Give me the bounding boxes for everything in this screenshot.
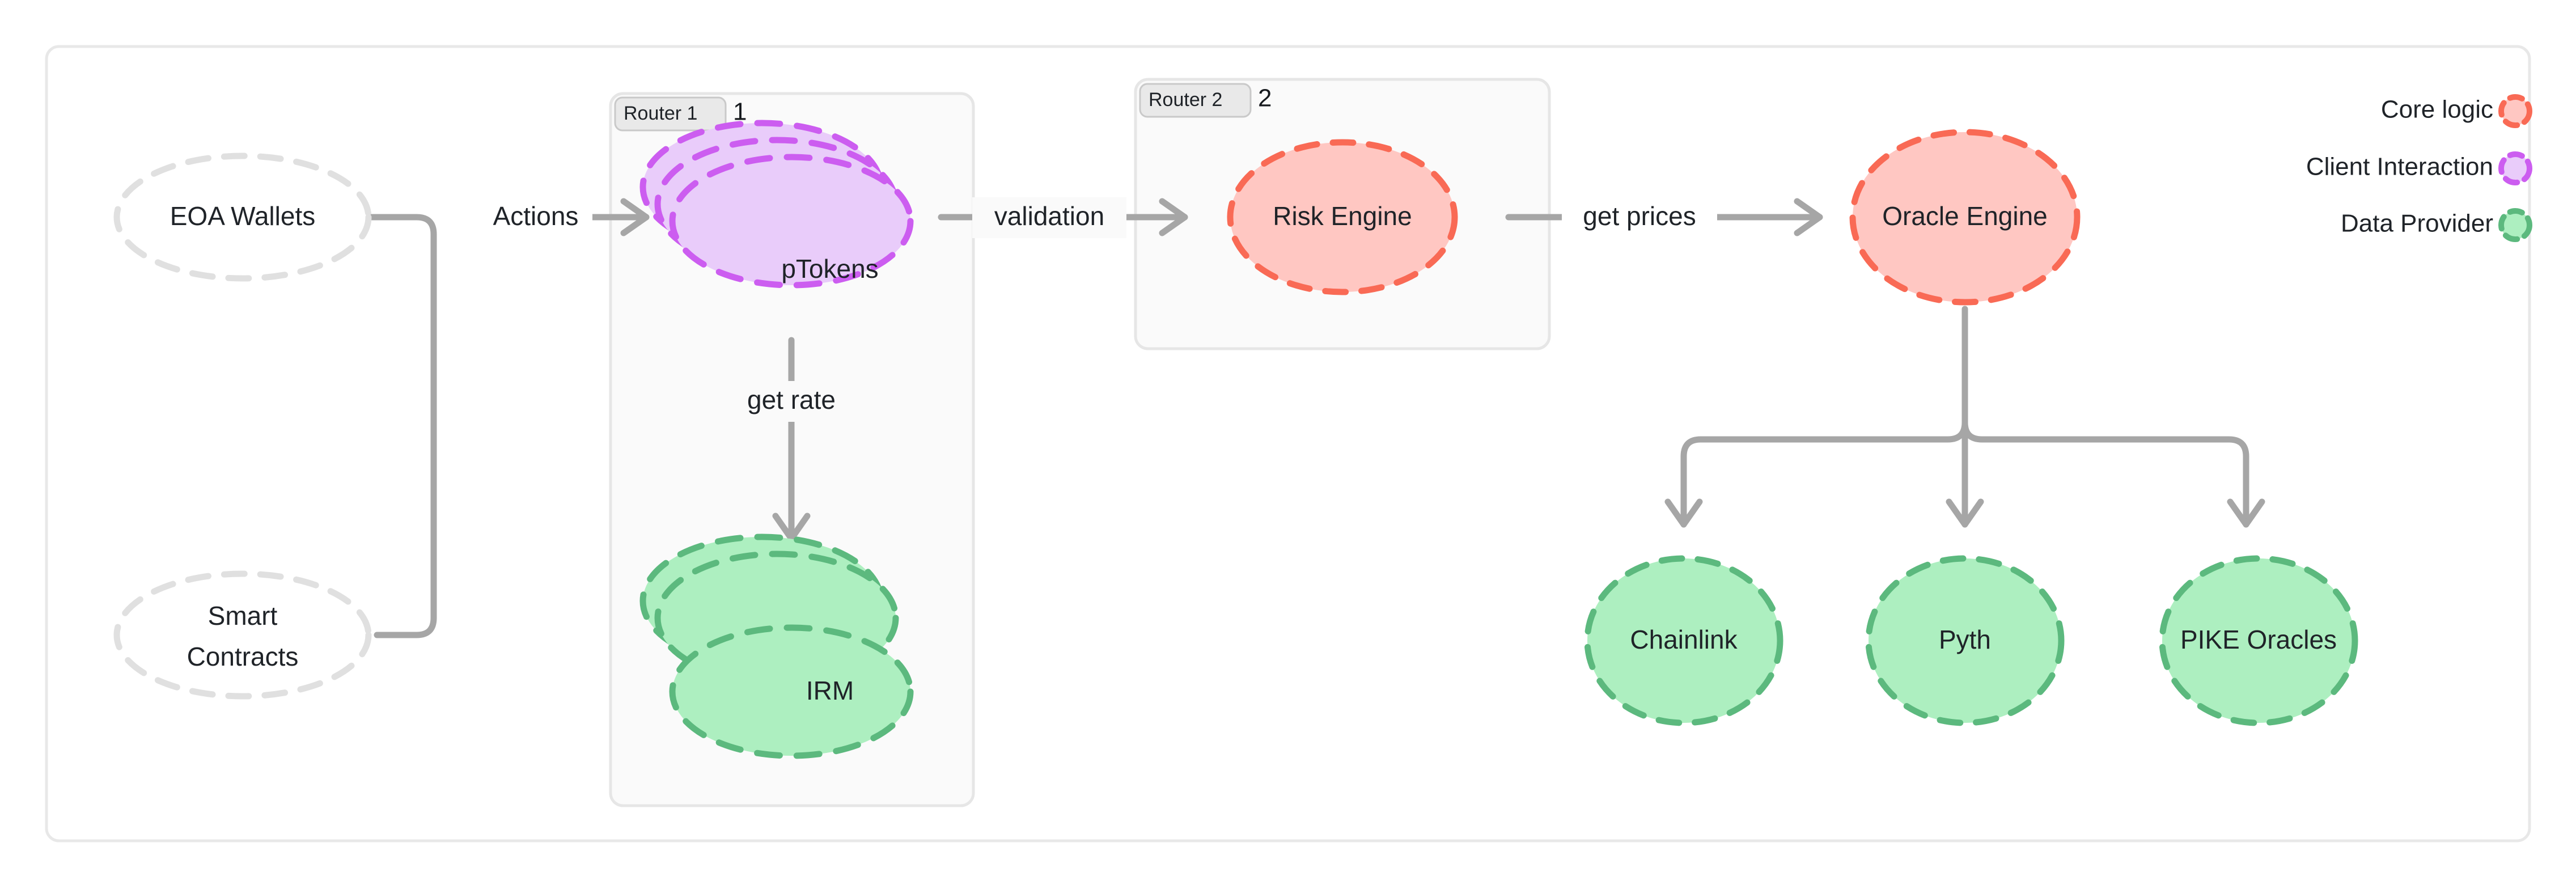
node-pyth-label: Pyth bbox=[1939, 625, 1991, 654]
node-pyth[interactable]: Pyth bbox=[1865, 555, 2065, 726]
arrowhead-oracle-to-pike bbox=[2227, 498, 2265, 528]
node-pike-oracles-label: PIKE Oracles bbox=[2180, 625, 2337, 654]
edge-label-validation: validation bbox=[994, 201, 1104, 231]
edge-oracle-to-pike bbox=[1961, 419, 2249, 528]
node-eoa-wallets[interactable]: EOA Wallets bbox=[113, 153, 372, 282]
node-irm-shape-front bbox=[669, 624, 914, 759]
node-ptokens-shape-front bbox=[669, 154, 914, 289]
legend: Core logic Client Interaction Data Provi… bbox=[2306, 94, 2532, 242]
node-pike-oracles[interactable]: PIKE Oracles bbox=[2159, 555, 2358, 726]
arrowhead-validation-to-risk bbox=[1159, 198, 1188, 236]
node-smart-contracts[interactable]: Smart Contracts bbox=[113, 570, 372, 700]
node-chainlink-shape bbox=[1584, 555, 1783, 726]
node-risk-engine[interactable]: Risk Engine bbox=[1227, 139, 1458, 295]
node-eoa-wallets-shape bbox=[113, 153, 372, 282]
node-eoa-wallets-label: EOA Wallets bbox=[170, 201, 315, 231]
arrowhead-oracle-to-pyth bbox=[1946, 498, 1984, 528]
arrowhead-ptokens-to-irm bbox=[772, 513, 811, 542]
cluster-router2-index: 2 bbox=[1258, 84, 1272, 112]
cluster-router1-badge bbox=[614, 96, 727, 132]
node-smart-contracts-shape bbox=[113, 570, 372, 700]
edge-label-get-rate-bg bbox=[719, 381, 864, 422]
arrowhead-actions-to-ptokens bbox=[620, 198, 650, 236]
node-chainlink[interactable]: Chainlink bbox=[1584, 555, 1783, 726]
edge-label-validation-bg bbox=[972, 197, 1126, 238]
legend-item-core-logic[interactable]: Core logic bbox=[2381, 94, 2532, 128]
node-irm[interactable]: IRM bbox=[639, 534, 914, 759]
edge-label-get-prices-bg bbox=[1562, 197, 1717, 238]
legend-item-client-interaction[interactable]: Client Interaction bbox=[2306, 151, 2532, 185]
node-irm-label: IRM bbox=[806, 676, 854, 705]
edge-label-layer: Actions validation get rate get prices bbox=[479, 197, 1717, 422]
node-risk-engine-shape bbox=[1227, 139, 1458, 295]
node-chainlink-label: Chainlink bbox=[1630, 625, 1738, 654]
edge-label-actions-bg bbox=[479, 197, 592, 238]
arrowhead-getprices-to-oracle bbox=[1794, 198, 1823, 236]
cluster-router1-badge-label: Router 1 bbox=[624, 103, 697, 124]
node-oracle-engine-label: Oracle Engine bbox=[1882, 201, 2048, 231]
node-ptokens[interactable]: pTokens bbox=[639, 120, 914, 289]
legend-item-client-interaction-label: Client Interaction bbox=[2306, 153, 2493, 181]
edge-layer bbox=[361, 198, 2265, 638]
legend-swatch-client-interaction-icon bbox=[2498, 151, 2532, 185]
node-smart-contracts-label-line2: Contracts bbox=[187, 642, 299, 671]
node-pike-oracles-shape bbox=[2159, 555, 2358, 726]
legend-item-data-provider[interactable]: Data Provider bbox=[2341, 208, 2532, 242]
arrowhead-oracle-to-chainlink bbox=[1664, 498, 1703, 528]
edge-label-actions: Actions bbox=[493, 201, 579, 231]
node-risk-engine-label: Risk Engine bbox=[1273, 201, 1412, 231]
legend-swatch-data-provider-icon bbox=[2498, 208, 2532, 242]
legend-item-data-provider-label: Data Provider bbox=[2341, 210, 2493, 238]
node-oracle-engine[interactable]: Oracle Engine bbox=[1849, 129, 2081, 306]
edge-label-get-rate: get rate bbox=[747, 385, 836, 414]
edge-label-get-prices: get prices bbox=[1583, 201, 1696, 231]
node-smart-contracts-label-line1: Smart bbox=[208, 601, 278, 630]
cluster-router2-badge-label: Router 2 bbox=[1149, 89, 1222, 111]
node-ptokens-label: pTokens bbox=[781, 254, 878, 283]
edge-eoa-to-merge bbox=[361, 214, 437, 638]
node-pyth-shape bbox=[1865, 555, 2065, 726]
cluster-router2-badge bbox=[1139, 83, 1252, 118]
node-oracle-engine-shape bbox=[1849, 129, 2081, 306]
legend-swatch-core-logic-icon bbox=[2498, 94, 2532, 128]
legend-item-core-logic-label: Core logic bbox=[2381, 96, 2493, 124]
